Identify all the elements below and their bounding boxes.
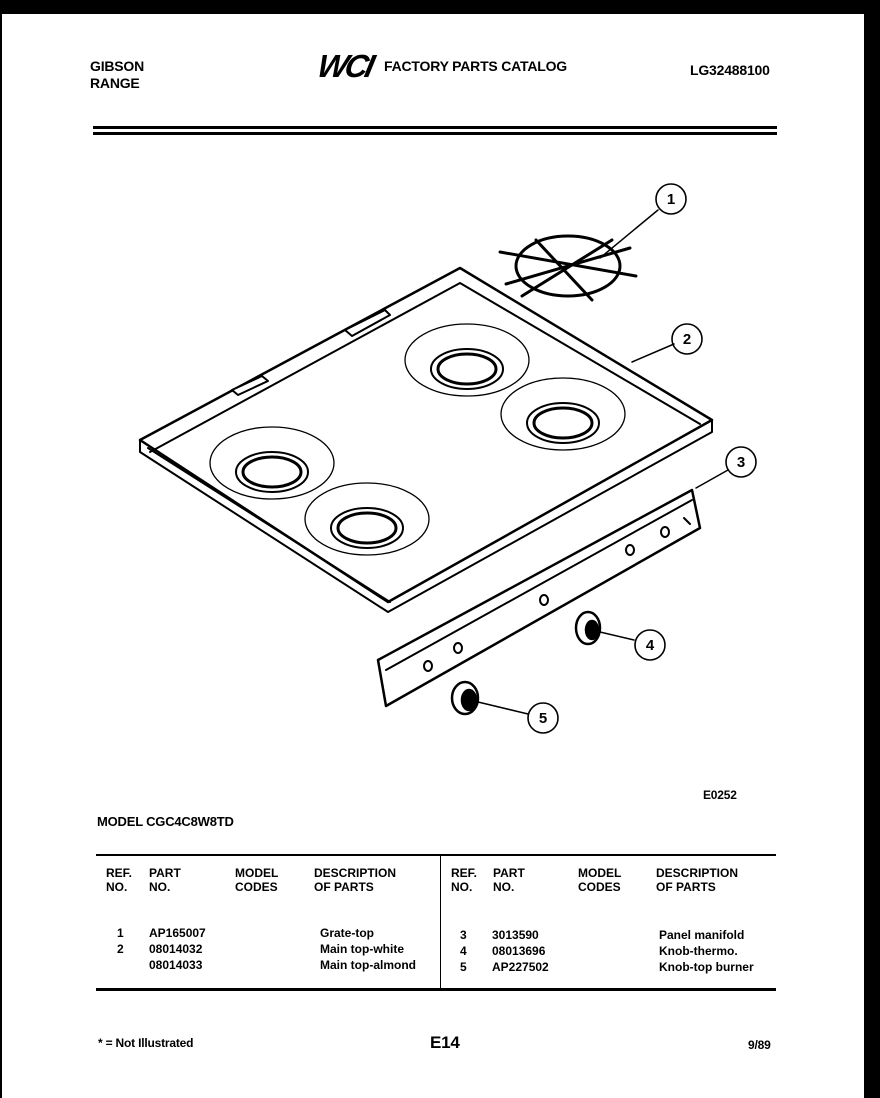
manifold-panel-drawing <box>376 488 702 708</box>
row-part: 08014032 <box>149 942 203 956</box>
model-line: MODEL CGC4C8W8TD <box>97 814 234 829</box>
brand-label: GIBSON RANGE <box>90 58 144 92</box>
row-desc: Knob-thermo. <box>659 944 738 958</box>
main-top-drawing <box>138 266 714 613</box>
row-ref: 2 <box>117 942 124 956</box>
table-divider <box>440 856 441 990</box>
row-desc: Grate-top <box>320 926 374 940</box>
row-part: 08013696 <box>492 944 546 958</box>
callout-4: 4 <box>646 637 655 654</box>
header-rule-top <box>93 126 777 129</box>
callout-5: 5 <box>539 710 547 727</box>
row-ref: 4 <box>460 944 467 958</box>
header-ref: REF.NO. <box>106 866 133 894</box>
row-desc: Main top-almond <box>320 958 416 972</box>
leader-lines <box>477 209 729 715</box>
figure-code: E0252 <box>703 788 737 802</box>
brand-name: GIBSON <box>90 58 145 74</box>
callout-2: 2 <box>683 331 691 348</box>
callout-3-circle <box>725 446 757 478</box>
callout-4-circle <box>634 629 666 661</box>
callout-2-circle <box>671 323 703 355</box>
row-ref: 1 <box>117 926 124 940</box>
header-rule-bottom <box>93 132 777 135</box>
knob-thermo-drawing <box>574 610 602 646</box>
grate-drawing <box>498 234 638 302</box>
table-rule-bottom <box>96 988 776 991</box>
callout-3: 3 <box>737 454 745 471</box>
row-part: AP227502 <box>492 960 549 974</box>
header-ref: REF.NO. <box>451 866 478 894</box>
row-part: 3013590 <box>492 928 539 942</box>
row-ref: 5 <box>460 960 467 974</box>
knob-burner-drawing <box>450 680 480 716</box>
catalog-number: LG32488100 <box>690 62 770 78</box>
row-desc: Main top-white <box>320 942 404 956</box>
row-desc: Knob-top burner <box>659 960 754 974</box>
footer-date: 9/89 <box>748 1038 771 1052</box>
callout-1-circle <box>655 183 687 215</box>
row-ref: 3 <box>460 928 467 942</box>
callout-1: 1 <box>667 191 675 208</box>
row-desc: Panel manifold <box>659 928 745 942</box>
product-name: RANGE <box>90 75 140 91</box>
table-rule-top <box>96 854 776 856</box>
catalog-title: FACTORY PARTS CATALOG <box>384 58 567 74</box>
row-part: 08014033 <box>149 958 203 972</box>
page-code: E14 <box>430 1033 460 1052</box>
row-part: AP165007 <box>149 926 206 940</box>
footer-note: * = Not Illustrated <box>98 1036 194 1050</box>
callout-5-circle <box>527 702 559 734</box>
